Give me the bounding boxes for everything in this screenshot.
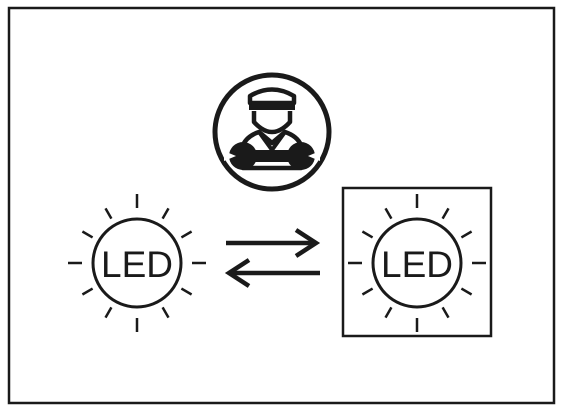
right-led-circle	[371, 217, 463, 309]
right-led-lamp: LED	[341, 186, 493, 338]
right-led-label: LED	[381, 244, 453, 285]
left-sun-rays-icon	[68, 194, 206, 332]
outer-frame	[7, 6, 556, 405]
technician-with-wrench-icon	[212, 72, 332, 192]
swap-arrows-icon	[224, 228, 321, 288]
right-sun-rays-icon	[348, 194, 486, 332]
left-led-label: LED	[101, 244, 173, 285]
left-led-circle	[91, 217, 183, 309]
left-led-lamp: LED	[68, 194, 206, 332]
